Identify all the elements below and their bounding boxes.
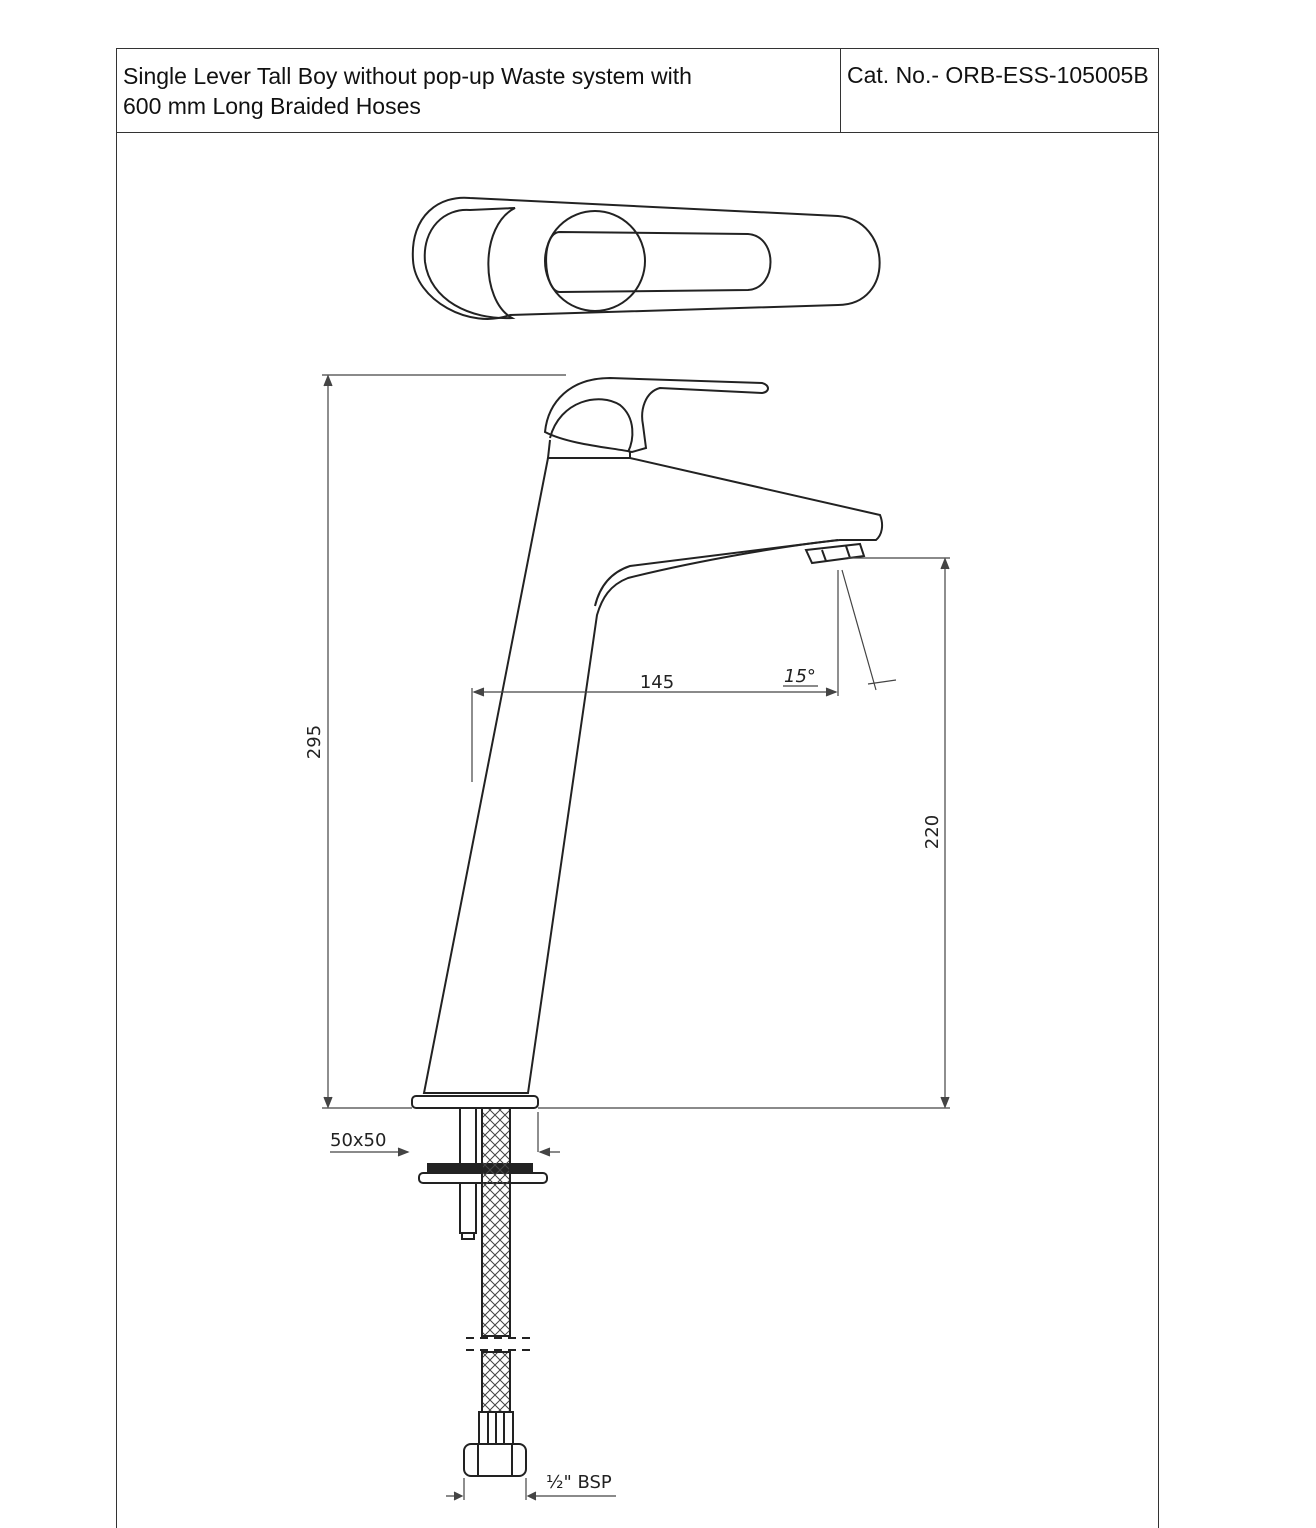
spray-angle-line [841,569,877,691]
dim-145-label: 145 [640,672,674,693]
dim-spray-angle-label: 15° [784,666,816,687]
dim-295-label: 295 [304,725,325,759]
drawing-sheet: Single Lever Tall Boy without pop-up Was… [116,48,1159,1528]
faucet-body-outline [422,457,884,1094]
dim-295-arrow-bottom [323,1096,333,1109]
dim-50x50-tick-right [537,1112,560,1153]
side-view [411,376,884,1477]
dimension-lines [322,374,950,1501]
title-block: Single Lever Tall Boy without pop-up Was… [117,49,1158,133]
rubber-washer [427,1163,533,1174]
top-view [411,196,881,320]
braided-hose-upper [481,1107,511,1337]
dim-50x50-arrow-right [538,1147,551,1157]
lever-hub [549,398,634,453]
top-view-lever-outline [545,230,772,294]
braided-hose-lower [481,1351,511,1413]
catalog-number: Cat. No.- ORB-ESS-105005B [847,62,1149,88]
lever-handle-outline [543,376,769,454]
dim-295-arrow-top [323,374,333,387]
dim-145-arrow-left [472,687,485,697]
aerator-outline [804,542,866,565]
spout-lower-edge [594,539,839,607]
threaded-rod [459,1182,477,1234]
hose-hex-nut [463,1443,527,1477]
ferrule-grooves [487,1412,505,1444]
product-title: Single Lever Tall Boy without pop-up Was… [117,49,841,132]
mounting-stud [459,1107,477,1165]
dim-145-arrow-right [825,687,838,697]
dim-bsp-arrow-left [446,1491,464,1501]
dim-220-label: 220 [922,815,943,849]
dim-50x50-arrow-left [397,1147,410,1157]
base-flange [411,1095,539,1109]
dim-50x50-label: 50x50 [330,1130,386,1151]
top-view-cartridge-circle [544,210,646,312]
dim-bsp-arrow-right [526,1491,616,1501]
dim-bsp-label: ½" BSP [546,1472,612,1493]
top-view-inner-outline [423,207,516,320]
top-view-body-outline [411,196,881,320]
dim-220-arrow-top [940,557,950,570]
aerator-detail [821,545,851,562]
hex-nut-faces [477,1444,513,1476]
dim-220-arrow-bottom [940,1096,950,1109]
spray-angle-arc-marker [867,679,897,685]
rod-nut [461,1232,475,1240]
